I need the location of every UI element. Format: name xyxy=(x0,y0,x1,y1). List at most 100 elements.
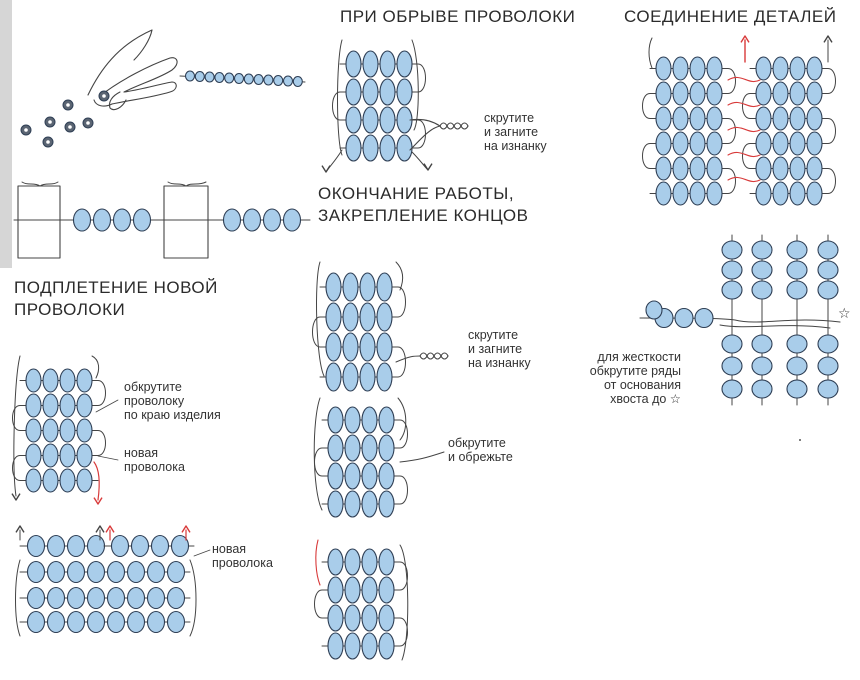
heading-finishing: ОКОНЧАНИЕ РАБОТЫ, ЗАКРЕПЛЕНИЕ КОНЦОВ xyxy=(318,183,528,227)
bead xyxy=(672,81,689,106)
bead xyxy=(706,156,723,181)
finishing-cut-diagram xyxy=(313,397,445,518)
heading-finishing-line-2: ЗАКРЕПЛЕНИЕ КОНЦОВ xyxy=(318,206,529,225)
bead xyxy=(194,70,205,83)
bead xyxy=(46,560,66,584)
wire xyxy=(15,559,21,637)
bead xyxy=(772,181,789,206)
speck-dot xyxy=(799,439,801,441)
red-wire xyxy=(315,539,321,586)
note-new-wire-1: новая проволока xyxy=(124,446,185,474)
note-line: новая xyxy=(212,542,247,556)
finger-outline xyxy=(108,91,127,111)
bead xyxy=(378,632,395,660)
note-line: скрутите xyxy=(484,111,535,125)
bead xyxy=(379,106,396,134)
wire xyxy=(314,589,323,619)
new-wire-top-diagram xyxy=(11,355,119,505)
bead xyxy=(59,368,76,393)
bead xyxy=(342,302,359,332)
bead xyxy=(806,81,823,106)
bead xyxy=(345,78,362,106)
arrow-head xyxy=(95,525,105,533)
note-line: и загните xyxy=(484,125,539,139)
bead xyxy=(751,379,773,399)
bead-hole xyxy=(48,120,52,124)
clamp-left-top xyxy=(21,181,59,187)
bead xyxy=(755,81,772,106)
bead xyxy=(786,280,808,300)
arrow-head xyxy=(740,35,750,43)
bead xyxy=(379,50,396,78)
bead-hole xyxy=(46,140,50,144)
bead xyxy=(325,272,342,302)
wire xyxy=(827,68,836,94)
bead xyxy=(361,548,378,576)
bead xyxy=(772,56,789,81)
bead xyxy=(789,181,806,206)
bead xyxy=(292,75,303,88)
bead xyxy=(755,56,772,81)
arrow-head xyxy=(823,35,833,43)
bead xyxy=(106,560,126,584)
note-twist-fold-finish: скрутите и загните на изнанку xyxy=(468,328,531,370)
bead xyxy=(42,368,59,393)
bead xyxy=(253,73,264,86)
bead xyxy=(325,302,342,332)
twisted-wire xyxy=(419,355,449,360)
wire-break-diagram xyxy=(321,39,469,173)
bead xyxy=(344,576,361,604)
bead xyxy=(376,272,393,302)
bead xyxy=(672,56,689,81)
bead xyxy=(806,156,823,181)
bead xyxy=(751,280,773,300)
bead xyxy=(379,134,396,162)
bead xyxy=(694,307,714,329)
bead xyxy=(345,106,362,134)
wire xyxy=(742,93,751,119)
wire xyxy=(648,37,653,69)
bead xyxy=(789,106,806,131)
bead xyxy=(25,468,42,493)
wire xyxy=(399,475,408,505)
leader-line xyxy=(95,399,119,413)
note-line: обкрутите ряды xyxy=(589,364,681,378)
wire xyxy=(642,93,651,119)
wire xyxy=(411,39,419,131)
bead-hole xyxy=(66,103,70,107)
bead xyxy=(345,134,362,162)
bead xyxy=(273,74,284,87)
bead xyxy=(359,302,376,332)
bead xyxy=(126,610,146,634)
bead xyxy=(92,208,112,232)
bead xyxy=(25,443,42,468)
bead xyxy=(146,560,166,584)
bead xyxy=(817,240,839,260)
bead xyxy=(327,406,344,434)
bead xyxy=(672,131,689,156)
bead-hole xyxy=(102,94,106,98)
bead xyxy=(342,332,359,362)
wire xyxy=(417,63,426,93)
bead xyxy=(789,156,806,181)
arrow-head xyxy=(93,497,103,505)
bead-hole xyxy=(24,128,28,132)
page-edge-shade xyxy=(0,0,12,268)
bead xyxy=(344,462,361,490)
bead xyxy=(378,490,395,518)
bead xyxy=(112,208,132,232)
bead xyxy=(327,632,344,660)
bead xyxy=(817,334,839,354)
bead xyxy=(243,73,254,85)
bead xyxy=(689,56,706,81)
note-line: обкрутите xyxy=(448,436,506,450)
bead xyxy=(76,443,93,468)
bead xyxy=(344,632,361,660)
bead xyxy=(66,560,86,584)
bead xyxy=(224,72,235,84)
note-line: проволоку xyxy=(124,394,185,408)
bead xyxy=(721,260,743,280)
bead xyxy=(789,131,806,156)
arrow-head xyxy=(15,525,25,533)
arrow-head xyxy=(423,163,433,171)
